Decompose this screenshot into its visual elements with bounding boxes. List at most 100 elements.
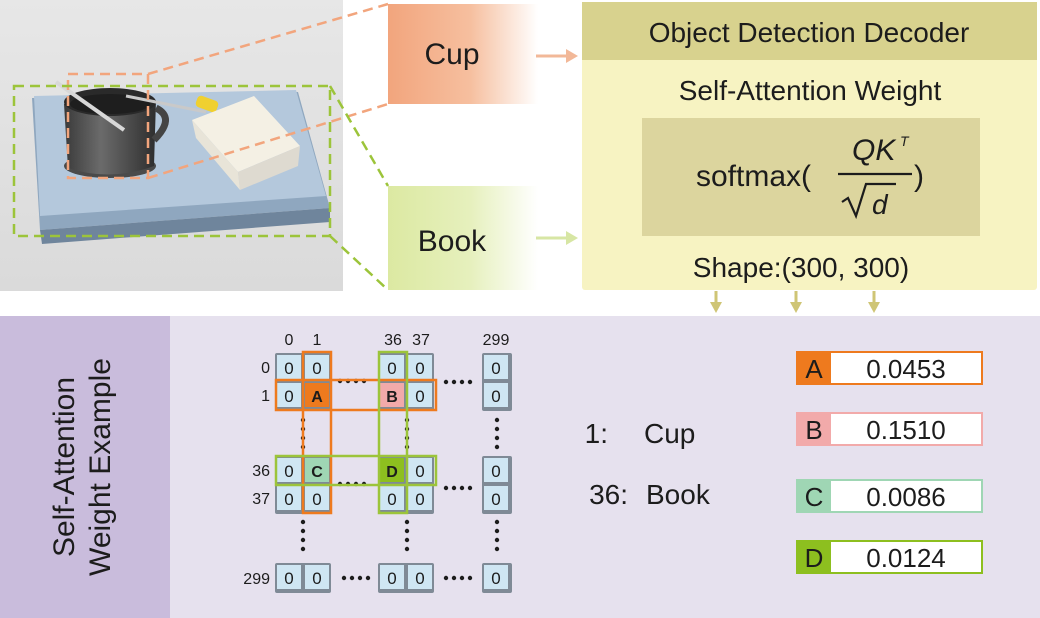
mapping-book-name: Book xyxy=(646,479,711,510)
ellipsis-dot xyxy=(300,519,306,525)
matrix-cell-value: 0 xyxy=(415,490,424,509)
legend-letter: D xyxy=(805,543,824,573)
index-mapping: 1: Cup 36: Book xyxy=(585,418,711,510)
matrix-cell xyxy=(484,486,508,510)
matrix-cell xyxy=(484,355,508,379)
decoder-panel: Object Detection Decoder Self-Attention … xyxy=(582,2,1037,290)
legend-swatch xyxy=(797,413,831,445)
cell-d xyxy=(380,458,404,482)
matrix-cell-value: 0 xyxy=(491,359,500,378)
ellipsis-dot xyxy=(341,575,347,581)
cell-a xyxy=(305,383,329,407)
ellipsis-dot xyxy=(357,575,363,581)
side-label-line1: Self-Attention xyxy=(48,377,81,557)
softmax-formula: softmax( QK T d ) xyxy=(696,133,924,220)
formula-k: K xyxy=(875,134,897,167)
ellipsis-dot xyxy=(365,575,371,581)
matrix-cell-value: 0 xyxy=(387,359,396,378)
formula-sup: T xyxy=(900,133,910,149)
matrix-cell-value: 0 xyxy=(312,359,321,378)
ellipsis-dot xyxy=(467,379,473,385)
legend-swatch xyxy=(797,541,831,573)
col-header-299: 299 xyxy=(483,332,510,349)
matrix-cell-value: 0 xyxy=(491,569,500,588)
ellipsis-dot xyxy=(451,379,457,385)
matrix-cell xyxy=(484,383,508,407)
col-header-1: 1 xyxy=(313,332,322,349)
row-header-37: 37 xyxy=(252,491,270,508)
matrix-cell xyxy=(484,458,508,482)
matrix-cell xyxy=(408,383,432,407)
col-header-37: 37 xyxy=(412,332,430,349)
legend-swatch xyxy=(797,352,831,384)
formula-func: softmax( xyxy=(696,160,811,193)
decoder-title: Object Detection Decoder xyxy=(649,17,970,48)
cup-bbox xyxy=(66,72,150,180)
ellipsis-dot xyxy=(459,485,465,491)
cell-b-label: B xyxy=(386,389,398,406)
scene-photo xyxy=(0,0,343,291)
matrix-cell xyxy=(484,565,508,589)
matrix-cell-value: 0 xyxy=(312,569,321,588)
matrix-cell-value: 0 xyxy=(415,462,424,481)
matrix-cell xyxy=(305,565,329,589)
ellipsis-dot xyxy=(404,537,410,543)
cell-b xyxy=(380,383,404,407)
matrix-cell xyxy=(408,355,432,379)
ellipsis-dot xyxy=(404,528,410,534)
matrix-cell xyxy=(408,565,432,589)
ellipsis-dot xyxy=(494,546,500,552)
matrix-cell xyxy=(380,486,404,510)
ellipsis-dot xyxy=(494,519,500,525)
ellipsis-dot xyxy=(300,528,306,534)
matrix-cell-value: 0 xyxy=(284,387,293,406)
legend-value: 0.1510 xyxy=(866,415,946,445)
formula-box xyxy=(642,118,980,236)
ellipsis-dot xyxy=(404,546,410,552)
matrix-cell xyxy=(380,565,404,589)
matrix-cell-value: 0 xyxy=(284,490,293,509)
row-header-36: 36 xyxy=(252,463,270,480)
ellipsis-dot xyxy=(300,537,306,543)
attention-title: Self-Attention Weight xyxy=(679,75,942,106)
book-bbox xyxy=(12,84,332,238)
book-label: Book xyxy=(418,225,487,258)
ellipsis-dot xyxy=(404,519,410,525)
matrix-cell xyxy=(277,355,301,379)
col-header-36: 36 xyxy=(384,332,402,349)
ellipsis-dot xyxy=(494,528,500,534)
ellipsis-dot xyxy=(494,417,500,423)
matrix-cell-value: 0 xyxy=(312,490,321,509)
cell-c xyxy=(305,458,329,482)
matrix-headers: 0 1 36 37 299 0 1 36 37 299 xyxy=(243,332,509,588)
matrix-cell xyxy=(305,486,329,510)
cell-d-label: D xyxy=(386,464,398,481)
matrix-cell xyxy=(277,486,301,510)
matrix-cell-value: 0 xyxy=(491,387,500,406)
matrix-cell-value: 0 xyxy=(491,490,500,509)
ellipsis-dot xyxy=(467,575,473,581)
matrix-cell xyxy=(408,486,432,510)
svg-text:QK: QK xyxy=(852,134,897,167)
matrix-cell-value: 0 xyxy=(415,359,424,378)
ellipsis-dot xyxy=(494,426,500,432)
row-header-299: 299 xyxy=(243,571,270,588)
matrix-cell-value: 0 xyxy=(284,359,293,378)
row-header-1: 1 xyxy=(261,388,270,405)
matrix-cell xyxy=(305,355,329,379)
shape-text: Shape:(300, 300) xyxy=(693,252,909,283)
legend-value: 0.0453 xyxy=(866,354,946,384)
ellipsis-dot xyxy=(494,537,500,543)
formula-d: d xyxy=(872,189,889,220)
mapping-book-index: 36: xyxy=(589,479,628,510)
legend-value: 0.0124 xyxy=(866,543,946,573)
output-arrows xyxy=(710,291,880,313)
formula-close: ) xyxy=(914,160,924,193)
ellipsis-dot xyxy=(300,546,306,552)
legend-swatch xyxy=(797,480,831,512)
book-query-box: Book xyxy=(388,186,538,290)
mapping-cup-index: 1: xyxy=(585,418,608,449)
ellipsis-dot xyxy=(467,485,473,491)
ellipsis-dot xyxy=(443,575,449,581)
